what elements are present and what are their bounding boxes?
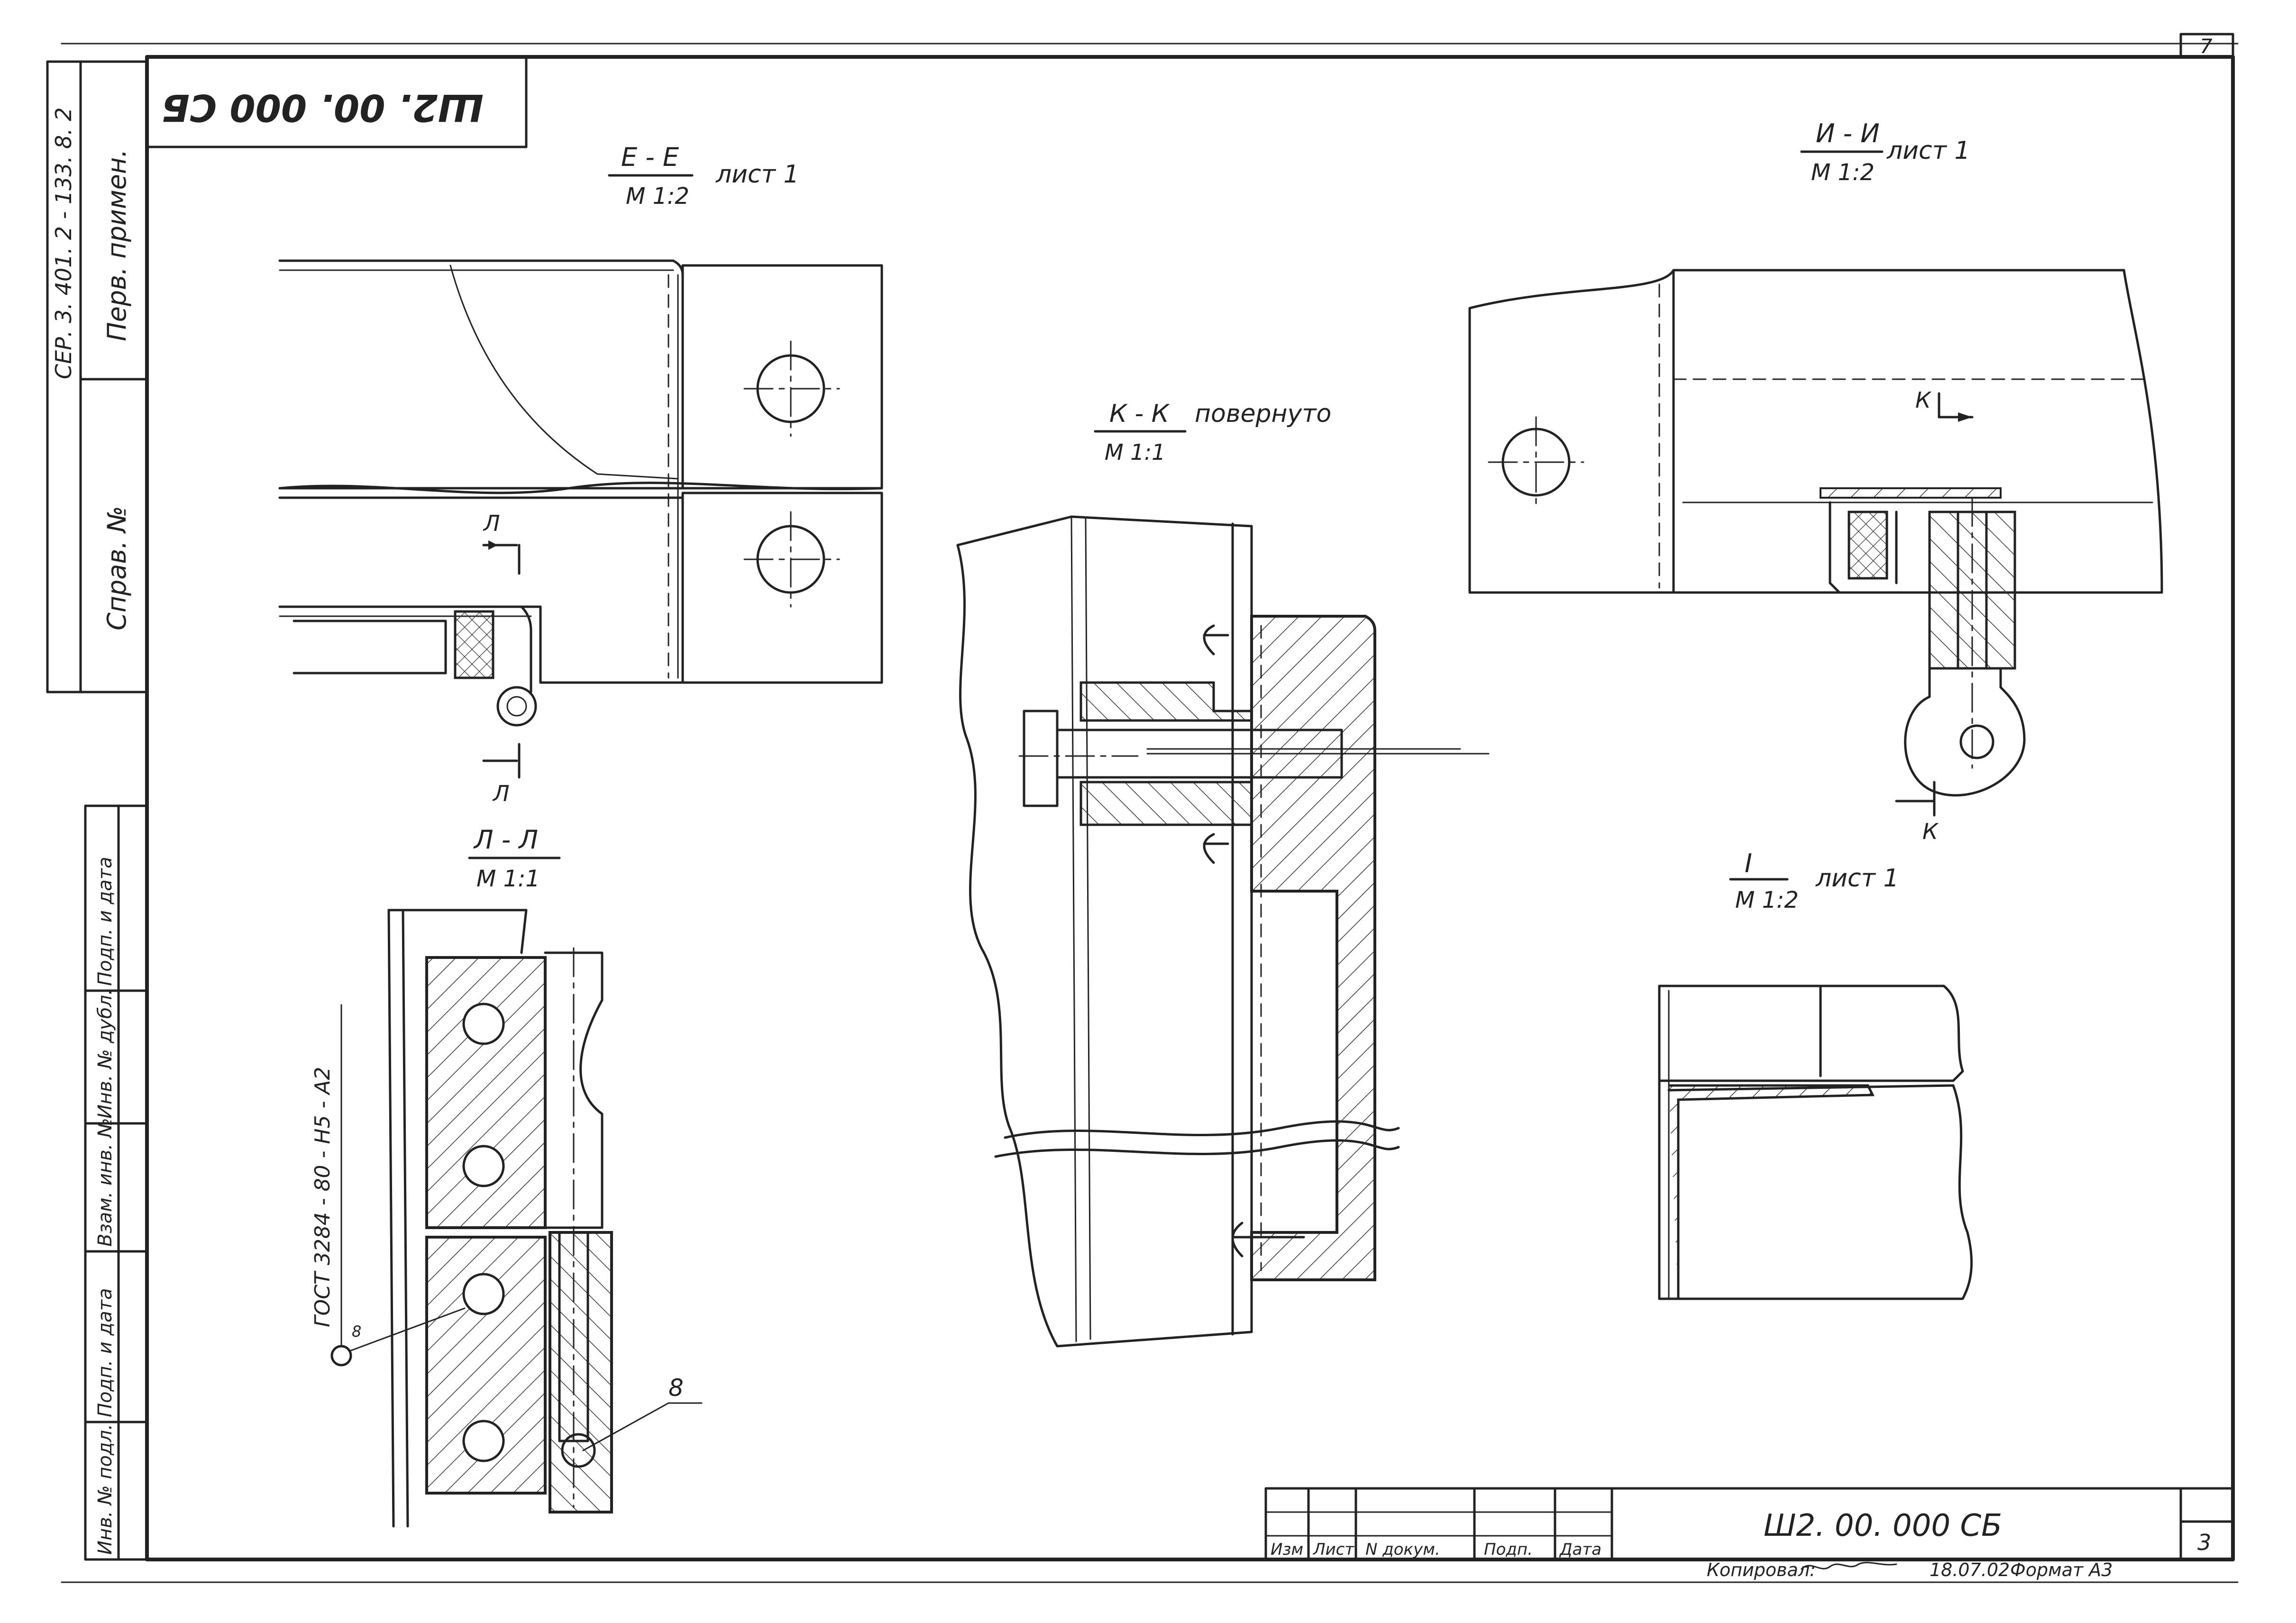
tb-col-sheet: Лист	[1312, 1540, 1354, 1559]
left-column-upper: СЕР. 3. 401. 2 - 133. 8. 2 Перв. примен.…	[46, 60, 148, 693]
position-8-label: 8	[668, 1374, 684, 1402]
view-ll-name: Л - Л	[473, 825, 538, 855]
bushing-lower-kk	[1079, 781, 1253, 826]
view-ii-scale: М 1:2	[1811, 159, 1875, 186]
flange-detail-i	[1669, 1084, 1875, 1299]
view-kk-note: повернуто	[1195, 400, 1331, 428]
leaf-hole-1	[462, 1003, 505, 1045]
strip-inv-orig: Инв. № подл.	[94, 1424, 116, 1555]
bushing-kk	[1079, 681, 1253, 722]
view-ee: Е - Е М 1:2 лист 1 Л	[278, 142, 883, 806]
view-i-scale: М 1:2	[1735, 887, 1799, 913]
strip-replace-inv: Взам. инв. №	[94, 1118, 116, 1247]
view-kk: К - К М 1:1 повернуто	[956, 400, 1490, 1348]
frame-section-kk	[1250, 615, 1376, 1281]
view-ii: И - И М 1:2 лист 1 К К	[1468, 119, 2163, 844]
tb-designation: Ш2. 00. 000 СБ	[1764, 1508, 2002, 1543]
seal-ii	[1848, 511, 1888, 580]
tb-col-date: Дата	[1559, 1540, 1601, 1559]
view-i-note: лист 1	[1815, 864, 1899, 893]
view-kk-name: К - К	[1109, 400, 1170, 428]
tb-col-change: Изм	[1271, 1540, 1303, 1559]
left-strip-lower: Инв. № подл. Подп. и дата Взам. инв. № И…	[84, 804, 148, 1561]
first-application-label: Перв. примен.	[102, 149, 132, 341]
seal-ee	[454, 610, 494, 679]
marker-k-top: К	[1915, 387, 1932, 413]
leaf-hole-4	[462, 1420, 505, 1462]
view-kk-scale: М 1:1	[1105, 439, 1165, 465]
corner-sheet-number: 7	[2200, 35, 2213, 58]
view-i-detail: I М 1:2 лист 1	[1658, 848, 1973, 1300]
format-label: Формат А3	[2010, 1559, 2113, 1580]
hinge-plate-ii	[1820, 487, 2002, 499]
copy-date: 18.07.02	[1930, 1559, 2010, 1580]
gost-callout: ГОСТ 3284 - 80 - Н5 - А2	[311, 1067, 335, 1327]
leaf-lower	[425, 1236, 547, 1495]
marker-l-top: Л	[483, 511, 500, 536]
tb-sheet-number: 3	[2197, 1530, 2211, 1555]
title-block: Изм Лист N докум. Подп. Дата Ш2. 00. 000…	[1264, 1487, 2234, 1580]
copied-by-label: Копировал:	[1707, 1559, 1816, 1580]
marker-k-bottom: К	[1922, 819, 1939, 844]
tb-col-doc: N докум.	[1365, 1540, 1440, 1559]
leaf-hole-2	[462, 1145, 505, 1187]
view-ee-scale: М 1:2	[626, 183, 689, 210]
view-ee-note: лист 1	[715, 160, 799, 189]
marker-l-bottom: Л	[492, 781, 510, 806]
tb-col-sign: Подп.	[1484, 1540, 1533, 1559]
strip-sign-date-2: Подп. и дата	[94, 857, 116, 986]
reference-number-label: Справ. №	[102, 506, 132, 630]
gost-position-number: 8	[352, 1322, 361, 1340]
strip-sign-date-1: Подп. и дата	[94, 1288, 116, 1417]
view-ee-name: Е - Е	[621, 142, 679, 172]
view-ll-scale: М 1:1	[476, 866, 540, 892]
strip-dup-inv: Инв. № дубл.	[94, 989, 116, 1119]
leaf-upper	[425, 956, 547, 1229]
view-ll: Л - Л М 1:1 ГОСТ 3284 - 80 - Н5 - А2 8 8	[311, 825, 703, 1528]
rotated-designation: Ш2. 00. 000 СБ	[162, 86, 484, 128]
view-ii-note: лист 1	[1886, 137, 1970, 165]
leaf-hole-3	[462, 1273, 505, 1315]
series-number-rotated: СЕР. 3. 401. 2 - 133. 8. 2	[51, 107, 76, 379]
view-i-name: I	[1745, 848, 1752, 878]
view-ii-name: И - И	[1816, 119, 1880, 148]
